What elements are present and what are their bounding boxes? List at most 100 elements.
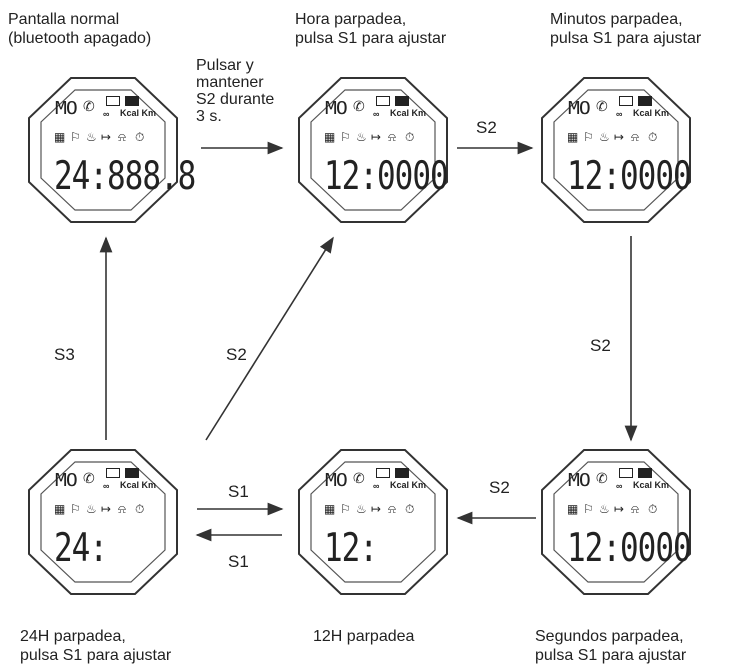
link-icon: ∞ xyxy=(373,109,380,119)
status-icons-row: MO✆∞Kcal Km xyxy=(54,96,156,122)
watch-12h: MO ✆ ∞ Kcal Km ▦ ⚐ ♨ ↦ ⍾ ⏱ 12: xyxy=(293,444,453,600)
phone-icon: ✆ xyxy=(596,470,608,486)
phone-icon: ✆ xyxy=(353,98,365,114)
units-label: Kcal Km xyxy=(390,108,427,118)
watch-normal: MO✆∞Kcal Km▦⚐♨↦⍾⏱24:888.8 xyxy=(23,72,196,228)
calendar-icon: ▦ xyxy=(567,502,579,516)
bell-icon: ⍾ xyxy=(388,130,396,144)
mo-indicator: MO xyxy=(325,98,348,119)
units-label: Kcal Km xyxy=(390,480,427,490)
watch-minutes: MO✆∞Kcal Km▦⚐♨↦⍾⏱12:0000 xyxy=(536,72,696,228)
watch-screen: MO✆∞Kcal Km▦⚐♨↦⍾⏱24: xyxy=(54,468,156,576)
stopwatch-icon: ⏱ xyxy=(135,502,145,516)
flame-icon: ♨ xyxy=(356,130,367,144)
activity-icons-row: ▦ ⚐ ♨ ↦ ⍾ ⏱ xyxy=(324,502,422,520)
battery-icon xyxy=(125,96,139,106)
calendar-icon: ▦ xyxy=(54,502,66,516)
watch-frame xyxy=(28,449,178,595)
flame-icon: ♨ xyxy=(86,130,97,144)
edge-label-minutes-seconds: S2 xyxy=(590,336,611,355)
distance-icon: ↦ xyxy=(371,502,382,516)
edge-label-24h-normal: S3 xyxy=(54,345,75,364)
battery-icon xyxy=(638,96,652,106)
watch-frame xyxy=(298,77,448,223)
time-digits: 12:0000 xyxy=(324,154,449,199)
edge-label-24h-hour: S2 xyxy=(226,345,247,364)
distance-icon: ↦ xyxy=(371,130,382,144)
watch-frame xyxy=(541,77,691,223)
runner-icon: ⚐ xyxy=(70,130,81,144)
edge-label-normal-hour: Pulsar y mantener S2 durante 3 s. xyxy=(196,57,275,125)
caption-seconds: Segundos parpadea, pulsa S1 para ajustar xyxy=(535,628,687,664)
flame-icon: ♨ xyxy=(356,502,367,516)
phone-icon: ✆ xyxy=(83,98,95,114)
activity-icons-row: ▦⚐♨↦⍾⏱ xyxy=(54,502,152,520)
watch-frame xyxy=(298,449,448,595)
edge-label-12h-24h: S1 xyxy=(228,552,249,571)
mail-icon xyxy=(376,96,390,106)
mo-indicator: MO xyxy=(55,470,78,491)
bell-icon: ⍾ xyxy=(631,502,639,516)
mail-icon xyxy=(376,468,390,478)
stopwatch-icon: ⏱ xyxy=(648,502,658,516)
calendar-icon: ▦ xyxy=(54,130,66,144)
caption-24h: 24H parpadea, pulsa S1 para ajustar xyxy=(20,628,172,664)
runner-icon: ⚐ xyxy=(340,502,351,516)
link-icon: ∞ xyxy=(373,481,380,491)
mo-indicator: MO xyxy=(325,470,348,491)
calendar-icon: ▦ xyxy=(324,130,336,144)
link-icon: ∞ xyxy=(103,481,110,491)
link-icon: ∞ xyxy=(103,109,110,119)
mo-indicator: MO xyxy=(568,470,591,491)
stopwatch-icon: ⏱ xyxy=(405,502,415,516)
time-digits: 12:0000 xyxy=(567,526,692,571)
phone-icon: ✆ xyxy=(353,470,365,486)
watch-frame xyxy=(28,77,178,223)
status-icons-row: MO✆∞Kcal Km xyxy=(567,96,669,122)
calendar-icon: ▦ xyxy=(324,502,336,516)
units-label: Kcal Km xyxy=(120,480,157,490)
time-digits: 24:888.8 xyxy=(54,154,196,199)
battery-icon xyxy=(638,468,652,478)
watch-screen: MO✆∞Kcal Km▦⚐♨↦⍾⏱12:0000 xyxy=(567,96,692,204)
watch-screen: MO✆∞Kcal Km▦⚐♨↦⍾⏱24:888.8 xyxy=(54,96,196,204)
battery-icon xyxy=(125,468,139,478)
time-digits: 12: xyxy=(324,526,378,571)
calendar-icon: ▦ xyxy=(567,130,579,144)
stopwatch-icon: ⏱ xyxy=(405,130,415,144)
units-label: Kcal Km xyxy=(120,108,157,118)
flame-icon: ♨ xyxy=(86,502,97,516)
units-label: Kcal Km xyxy=(633,480,670,490)
time-digits: 12:0000 xyxy=(567,154,692,199)
mail-icon xyxy=(106,96,120,106)
link-icon: ∞ xyxy=(616,481,623,491)
bell-icon: ⍾ xyxy=(118,502,126,516)
activity-icons-row: ▦⚐♨↦⍾⏱ xyxy=(54,130,152,148)
runner-icon: ⚐ xyxy=(70,502,81,516)
watch-hour: MO ✆ ∞ Kcal Km ▦ ⚐ ♨ ↦ ⍾ ⏱ 12:0000 xyxy=(293,72,453,228)
edge-label-24h-12h: S1 xyxy=(228,482,249,501)
distance-icon: ↦ xyxy=(614,502,625,516)
distance-icon: ↦ xyxy=(101,130,112,144)
watch-24h: MO✆∞Kcal Km▦⚐♨↦⍾⏱24: xyxy=(23,444,183,600)
runner-icon: ⚐ xyxy=(340,130,351,144)
link-icon: ∞ xyxy=(616,109,623,119)
activity-icons-row: ▦ ⚐ ♨ ↦ ⍾ ⏱ xyxy=(324,130,422,148)
edge-label-hour-minutes: S2 xyxy=(476,118,497,137)
bell-icon: ⍾ xyxy=(388,502,396,516)
activity-icons-row: ▦⚐♨↦⍾⏱ xyxy=(567,502,665,520)
mail-icon xyxy=(106,468,120,478)
runner-icon: ⚐ xyxy=(583,130,594,144)
battery-icon xyxy=(395,96,409,106)
phone-icon: ✆ xyxy=(596,98,608,114)
units-label: Kcal Km xyxy=(633,108,670,118)
mail-icon xyxy=(619,468,633,478)
status-icons-row: MO ✆ ∞ Kcal Km xyxy=(324,468,426,494)
status-icons-row: MO ✆ ∞ Kcal Km xyxy=(567,468,669,494)
bell-icon: ⍾ xyxy=(631,130,639,144)
arrow-24h-to-hour xyxy=(205,236,334,441)
status-icons-row: MO✆∞Kcal Km xyxy=(54,468,156,494)
distance-icon: ↦ xyxy=(614,130,625,144)
runner-icon: ⚐ xyxy=(583,502,594,516)
